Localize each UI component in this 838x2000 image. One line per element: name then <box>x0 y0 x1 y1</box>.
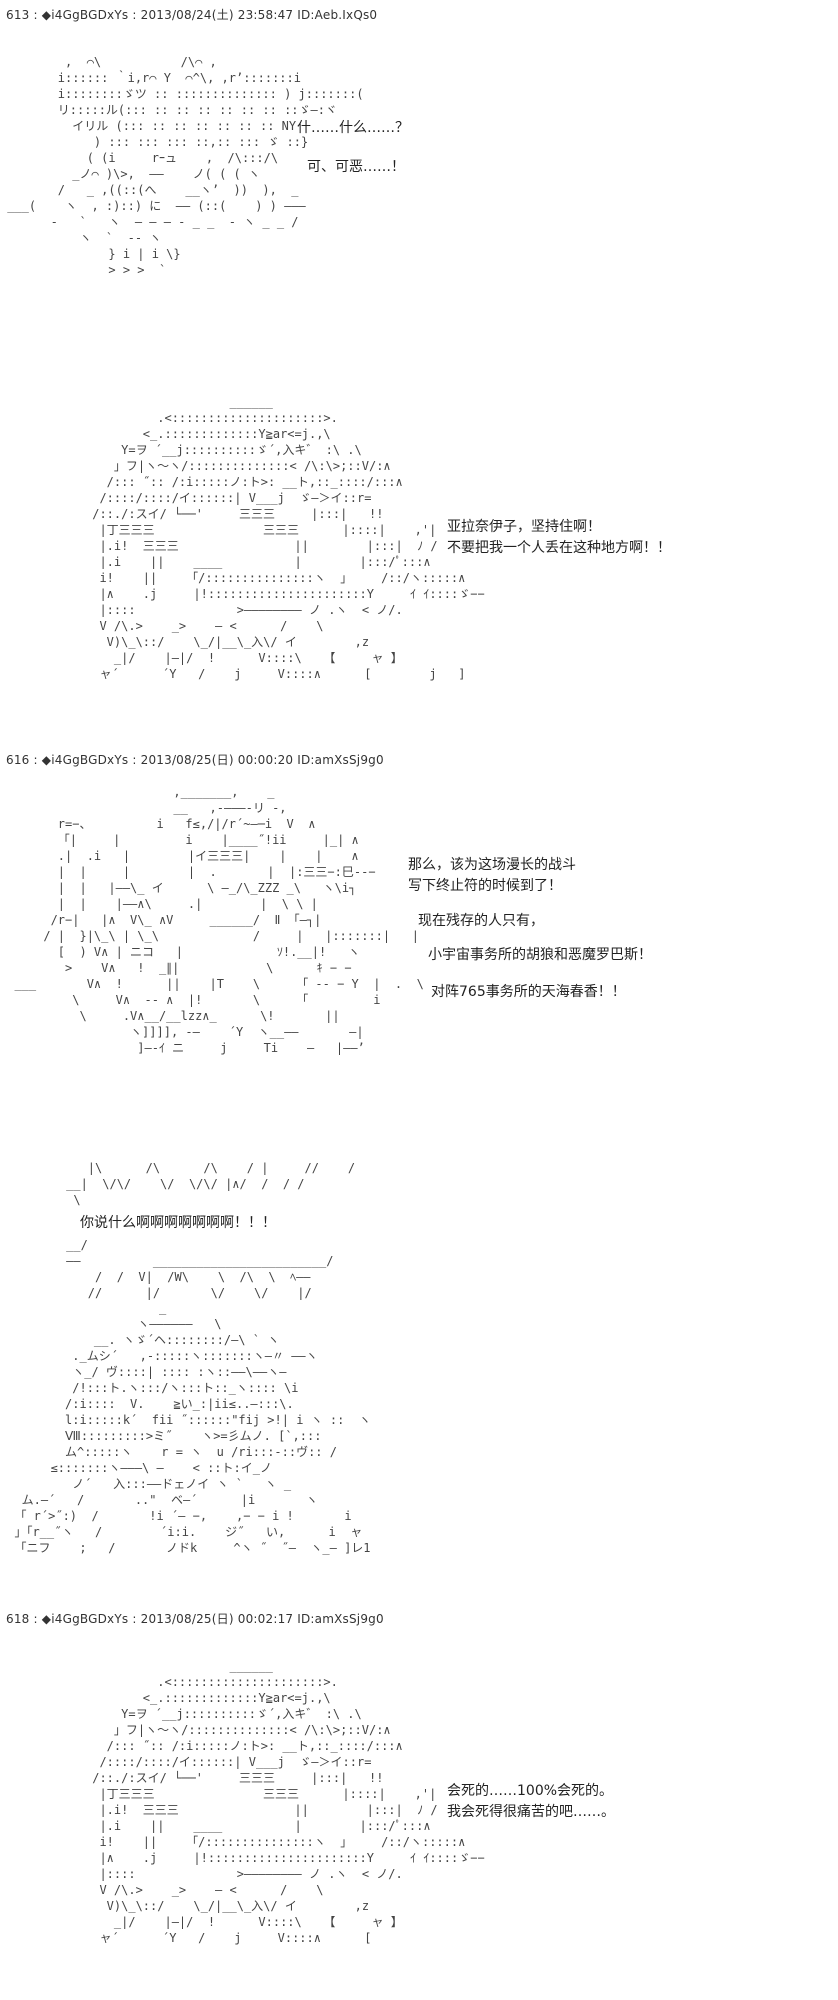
ascii-art-character-panicked: , ⌒\ /\⌒ , i:::::: ｀i,r⌒ Y ⌒^\, ,r’:::::… <box>7 55 364 277</box>
ascii-art-character-crying: ______ .<:::::::::::::::::::::>. <_.::::… <box>92 395 485 681</box>
dialogue-will-die: 会死的……100%会死的。 我会死得很痛苦的吧……。 <box>447 1783 615 1820</box>
dialogue-contestants-1: 小宇宙事务所的胡狼和恶魔罗巴斯！ <box>428 947 652 963</box>
post-header-613: 613 : ◆i4GgBGDxYs : 2013/08/24(土) 23:58:… <box>6 8 378 22</box>
dialogue-final-battle: 那么，该为这场漫长的战斗 写下终止符的时候到了！ <box>408 857 576 894</box>
dialogue-what: 什……什么……？ <box>297 120 409 136</box>
dialogue-hold-on: 亚拉奈伊子，坚持住啊！ 不要把我一个人丢在这种地方啊！！ <box>447 519 671 556</box>
post-header-618: 618 : ◆i4GgBGDxYs : 2013/08/25(日) 00:02:… <box>6 1612 384 1626</box>
dialogue-damn: 可、可恶……！ <box>307 159 405 175</box>
post-header-616: 616 : ◆i4GgBGDxYs : 2013/08/25(日) 00:00:… <box>6 753 384 767</box>
shout-burst-top: |\ /\ /\ / | // / __| \/\/ \/ \/\/ |∧/ /… <box>66 1161 356 1207</box>
ascii-art-character-announcer: ,_______, _ __ ,-―――-リ -, r=−、 i f≤,/|/r… <box>14 785 424 1055</box>
shout-burst-bottom: __/ ―― ________________________/ / / V| … <box>66 1238 334 1300</box>
ascii-art-character-shocked: _ ヽ―――――― \ __. ヽゞ´ヘ::::::::/―\ ` ヽ ._ムシ… <box>14 1301 371 1555</box>
dialogue-contestants-2: 对阵765事务所的天海春香！！ <box>431 984 626 1000</box>
dialogue-survivors: 现在残存的人只有， <box>418 913 544 929</box>
dialogue-shout: 你说什么啊啊啊啊啊啊啊！！！ <box>80 1215 276 1231</box>
ascii-art-character-despair: ______ .<:::::::::::::::::::::>. <_.::::… <box>92 1659 485 1945</box>
